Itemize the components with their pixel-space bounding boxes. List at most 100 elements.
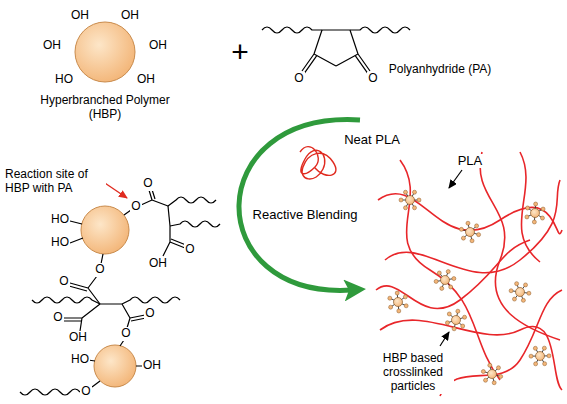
hydroxyl-label: HO xyxy=(54,73,74,87)
plus-sign: + xyxy=(230,35,250,70)
crosslinked-particle xyxy=(452,316,461,325)
oxygen-label: O xyxy=(52,311,63,325)
crosslinked-particle xyxy=(440,286,444,290)
crosslinked-particle xyxy=(470,239,474,243)
crosslinked-particle xyxy=(434,270,456,291)
polyanhydride-structure xyxy=(302,54,317,73)
crosslink-bonds xyxy=(170,221,220,227)
crosslinked-particle xyxy=(533,346,537,350)
crosslinked-particle xyxy=(404,304,408,308)
crosslinked-particle xyxy=(475,224,479,228)
neat-pla-chain xyxy=(300,147,336,179)
hydroxyl-label: HO xyxy=(70,353,90,367)
hydroxyl-label: OH xyxy=(120,9,140,23)
crosslink-bonds xyxy=(100,304,146,346)
hydroxyl-label: OH xyxy=(148,39,168,53)
crosslinked-particle xyxy=(413,190,417,194)
crosslinked-particle xyxy=(404,206,408,210)
hbp-core xyxy=(75,22,135,82)
process-arrow xyxy=(239,120,360,291)
crosslinked-particle xyxy=(463,315,467,319)
hydroxyl-label: OH xyxy=(142,359,162,373)
crosslinked-particle xyxy=(529,354,533,358)
crosslinked-particle xyxy=(492,381,496,385)
hydroxyl-label: HO xyxy=(50,236,70,250)
hydroxyl-label: OH xyxy=(148,257,168,271)
crosslink-bonds xyxy=(168,206,170,226)
oxygen-label: O xyxy=(120,327,131,341)
pla-chains xyxy=(385,180,560,273)
crosslink-bonds xyxy=(69,254,103,304)
crosslink-bonds xyxy=(64,304,100,331)
crosslinked-particle xyxy=(481,370,485,374)
crosslinked-particle xyxy=(527,291,531,295)
crosslinked-particle xyxy=(477,233,481,237)
crosslinked-particle xyxy=(499,374,503,378)
crosslinked-particle xyxy=(488,370,497,379)
crosslinked-particle xyxy=(541,207,545,211)
polymer-caption: Hyperbranched Polymer (HBP) xyxy=(34,94,176,122)
crosslinked-particle xyxy=(531,209,540,218)
crosslinked-particle xyxy=(525,202,545,224)
polymer-caption: Polyanhydride (PA) xyxy=(388,63,493,77)
crosslinked-particle xyxy=(406,196,415,205)
crosslinked-particle xyxy=(509,289,513,293)
hbp-core xyxy=(81,206,129,254)
crosslinked-particle xyxy=(461,236,465,240)
crosslinked-particle xyxy=(413,206,417,210)
crosslinked-particle xyxy=(459,227,463,231)
crosslinked-particle xyxy=(543,362,547,366)
crosslinked-particle xyxy=(488,363,492,367)
crosslinked-particle xyxy=(526,206,530,210)
crosslinked-particle xyxy=(397,309,401,313)
oxygen-label: O xyxy=(142,177,153,191)
oxygen-label: O xyxy=(130,200,141,214)
crosslinked-particle xyxy=(466,221,470,225)
hydroxyl-label: HO xyxy=(50,213,70,227)
crosslinked-particle xyxy=(547,354,551,358)
crosslinked-particle xyxy=(515,282,519,286)
crosslinked-particle xyxy=(521,298,525,302)
crosslinked-particle xyxy=(399,198,403,202)
caption-text: HBP based crosslinked particles xyxy=(372,352,454,393)
crosslinked-particle xyxy=(481,363,502,384)
hydroxyl-label: OH xyxy=(42,39,62,53)
crosslink-bonds xyxy=(20,190,220,396)
crosslinked-particle xyxy=(532,220,536,224)
crosslink-bonds xyxy=(163,226,186,256)
crosslinked-particle xyxy=(540,216,544,220)
callout-text: Reaction site of HBP with PA xyxy=(4,168,106,196)
crosslinked-particle xyxy=(445,321,449,325)
crosslinked-particle xyxy=(441,276,450,285)
crosslinked-particle xyxy=(388,291,408,313)
crosslinked-particle xyxy=(484,378,488,382)
crosslinked-particle xyxy=(395,291,399,295)
crosslinked-particle xyxy=(437,271,441,275)
crosslinked-particle xyxy=(509,282,531,303)
crosslinked-particle xyxy=(417,198,421,202)
crosslinked-particle xyxy=(449,285,453,289)
hydroxyl-label: OH xyxy=(68,331,88,345)
crosslinked-particle xyxy=(516,288,525,297)
crosslinked-particle xyxy=(534,362,538,366)
crosslinked-particle xyxy=(459,221,480,243)
crosslinked-particle xyxy=(534,202,538,206)
crosslinked-particle xyxy=(466,228,475,237)
caption-text: Neat PLA xyxy=(343,133,401,148)
crosslinked-particle xyxy=(388,296,392,300)
crosslinked-particle xyxy=(394,298,403,307)
crosslinked-particle xyxy=(446,270,450,274)
crosslinked-particle xyxy=(525,215,529,219)
crosslinked-particle xyxy=(389,305,393,309)
crosslinked-particle xyxy=(496,366,500,370)
crosslinked-particle xyxy=(512,297,516,301)
crosslinked-particle xyxy=(403,295,407,299)
polyanhydride-structure xyxy=(314,30,358,66)
hbp-core xyxy=(94,345,136,387)
crosslink-bonds xyxy=(20,389,80,395)
leader-arrow xyxy=(440,332,449,346)
oxygen-label: O xyxy=(80,385,91,399)
crosslinked-particle xyxy=(536,352,545,361)
oxygen-label: O xyxy=(58,275,69,289)
